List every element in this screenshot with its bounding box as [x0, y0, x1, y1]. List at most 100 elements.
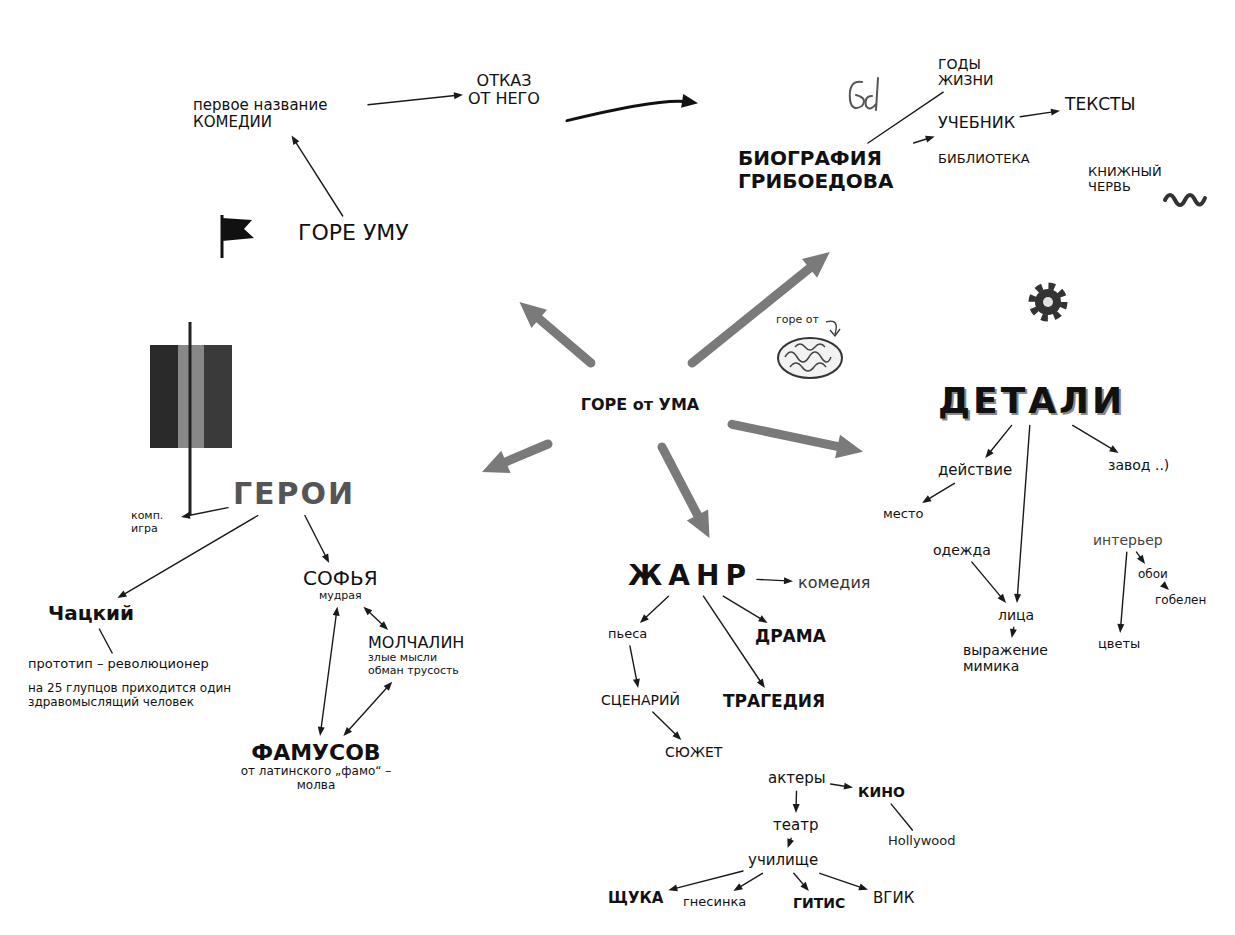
blob-outline [585, 540, 1040, 930]
connector-line [820, 873, 863, 888]
node-text: БИОГРАФИЯ ГРИБОЕДОВА [738, 147, 918, 193]
topic-node: обои [1135, 566, 1171, 584]
arrow-head [482, 451, 511, 473]
blob-shape [702, 42, 1223, 248]
connector-line [653, 712, 678, 736]
connector [305, 516, 329, 564]
arrow-head [343, 727, 352, 736]
connector [914, 136, 935, 143]
topic-node: действие [935, 460, 1015, 481]
topic-node: ЩУКА [605, 888, 666, 909]
topic-node: СЦЕНАРИЙ [598, 690, 683, 710]
connector [181, 508, 228, 519]
arrow-head [454, 92, 463, 99]
node-text: комедия [798, 574, 870, 592]
topic-node: комп. игра [128, 508, 179, 537]
topic-node: ГЕРОИ [230, 475, 358, 514]
node-text: лица [998, 607, 1034, 623]
node-text: актеры [768, 770, 826, 787]
topic-node: Чацкий [45, 600, 137, 627]
node-text: цветы [1098, 637, 1140, 652]
connector [787, 838, 794, 848]
arrow-head [117, 590, 127, 598]
striped-flag [150, 322, 232, 515]
connector-line [368, 95, 458, 104]
scribble-sketch [850, 78, 878, 110]
blob-outline [10, 315, 480, 830]
connector [868, 92, 943, 143]
connector-line [723, 596, 763, 620]
brain-sketch [778, 321, 842, 378]
arrow-head [925, 136, 935, 143]
topic-node: выражение мимика [960, 640, 1056, 676]
topic-node: первое название КОМЕДИИ [190, 95, 366, 134]
connector-line [891, 804, 912, 830]
topic-node: училище [745, 850, 821, 871]
connector-line [1017, 425, 1030, 597]
node-text: СОФЬЯ [303, 567, 378, 590]
arrow-head [384, 682, 393, 691]
connector [692, 252, 830, 363]
node-text: ОТКАЗ ОТ НЕГО [468, 72, 540, 109]
node-text: ГИТИС [793, 895, 845, 911]
cluster-blob: ДЕТАЛИдействиеместозавод ..)одеждаинтерь… [865, 260, 1225, 720]
topic-node: ДРАМА [752, 625, 829, 649]
arrow-head [733, 883, 743, 891]
node-text: прототип – революционер [28, 657, 209, 672]
node-text: МОЛЧАЛИН [368, 634, 463, 652]
connector-line [1121, 552, 1127, 628]
arrow-head [1160, 581, 1169, 590]
arrow-head [633, 678, 640, 688]
topic-node: театр [770, 815, 821, 836]
connector [1117, 552, 1126, 633]
topic-node: место [880, 505, 926, 524]
connector [318, 607, 340, 736]
connector-line [321, 612, 337, 731]
arrow-head [758, 615, 768, 623]
connector [985, 425, 1011, 458]
arrow-head [333, 607, 340, 616]
topic-node: УЧЕБНИК [935, 112, 1018, 134]
topic-node: ГИТИС [790, 893, 848, 913]
connector [1010, 627, 1017, 638]
node-text: КИНО [858, 784, 905, 800]
connector-line [989, 425, 1012, 453]
connector [363, 607, 388, 630]
topic-node: ТЕКСТЫ [1062, 93, 1138, 117]
topic-node: завод ..) [1105, 455, 1172, 475]
arrow-head [1010, 629, 1017, 638]
connector [820, 873, 868, 890]
arrow-head [318, 727, 325, 736]
node-text: ЩУКА [608, 890, 663, 907]
connector [653, 712, 682, 740]
cluster-blob: первое название КОМЕДИИ ОТКАЗ ОТ НЕГО ГОРЕ… [165, 40, 565, 300]
node-text: ЖАНР [628, 560, 752, 592]
node-text: гнесинка [683, 895, 746, 910]
node-text: действие [938, 462, 1012, 479]
arrow-head [1014, 594, 1021, 603]
topic-node: на 25 глупцов приходится один здравомысл… [25, 680, 271, 712]
connector-line [757, 579, 788, 581]
cluster-blob: ГЕРОИ комп. играЧацкий прототип – революци… [10, 315, 480, 830]
topic-node: ЖАНР [625, 558, 755, 594]
note-label-holder: горе от [776, 314, 819, 327]
node-text: злые мысли обман трусость [368, 652, 463, 677]
node-text: комп. игра [131, 510, 176, 535]
connector-line [662, 447, 702, 524]
connector [793, 791, 800, 813]
connector [732, 424, 863, 458]
arrow-head [640, 614, 649, 623]
connector-line [868, 92, 943, 143]
topic-node: ГОРЕ УМУ [295, 218, 412, 247]
topic-node: одежда [930, 540, 994, 560]
arrow-head [858, 884, 868, 891]
cluster-blob: ЖАНРкомедияпьесаДРАМАТРАГЕДИЯСЦЕНАРИЙСЮЖ… [585, 540, 1040, 930]
worm-sketch [1165, 195, 1205, 205]
node-text: место [883, 507, 923, 522]
arrow-head [757, 679, 765, 688]
connector [482, 444, 548, 473]
connector-line [99, 629, 112, 653]
topic-node: прототип – революционер [25, 655, 212, 674]
